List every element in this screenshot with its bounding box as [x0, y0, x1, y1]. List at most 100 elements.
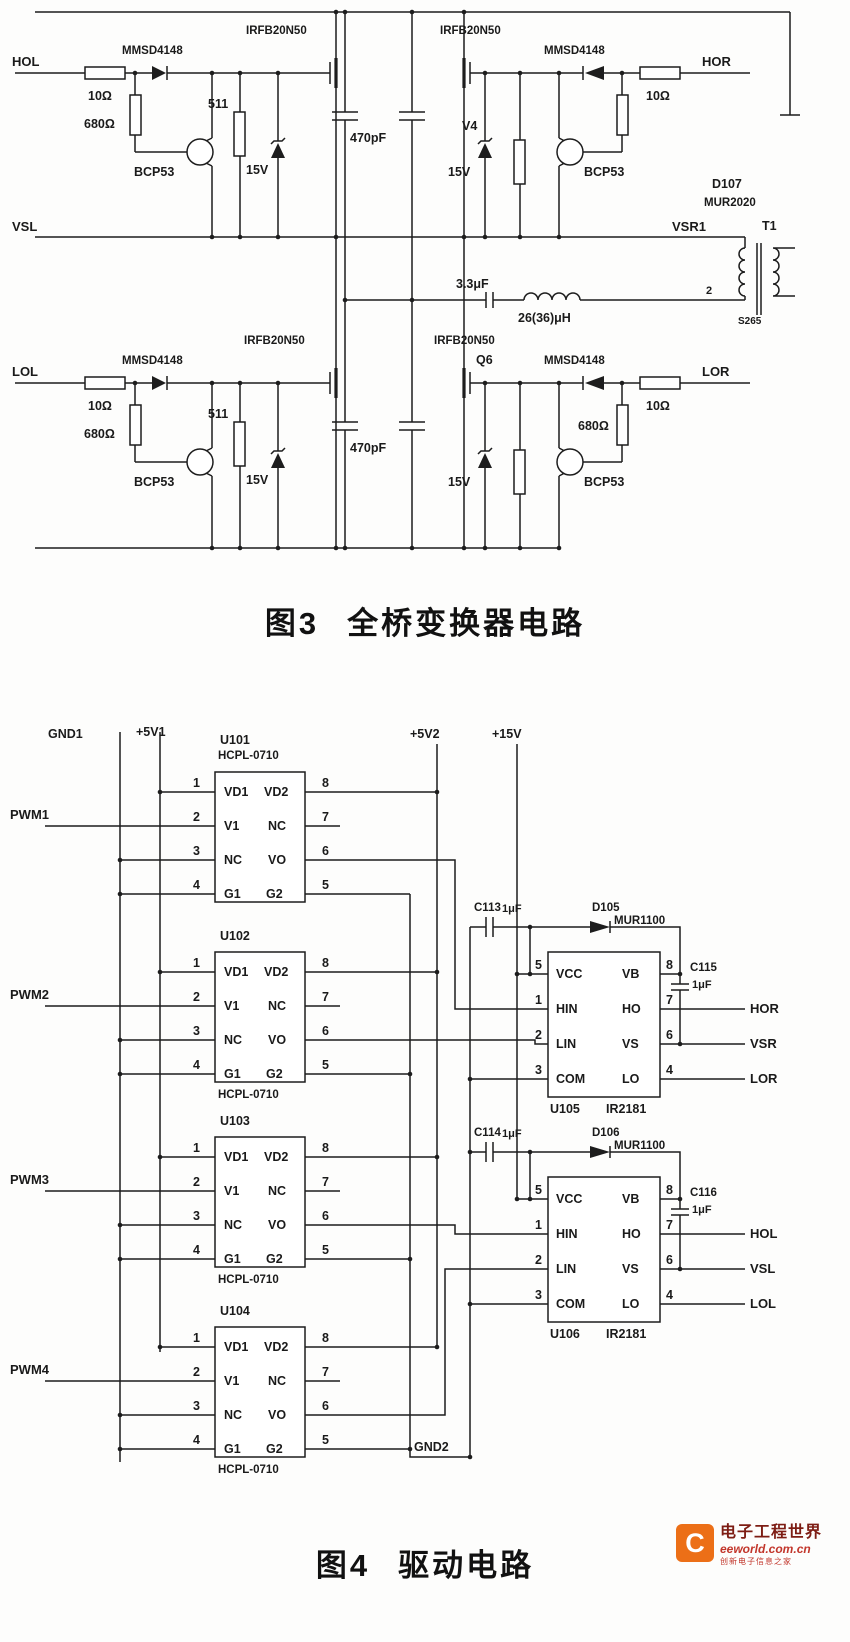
svg-text:NC: NC	[224, 1218, 242, 1232]
ref-q6: Q6	[476, 353, 493, 367]
part-mmsd4148: MMSD4148	[122, 355, 183, 367]
part-irfb20n50: IRFB20N50	[440, 25, 501, 37]
svg-text:3: 3	[193, 844, 200, 858]
value-10ohm: 10Ω	[646, 89, 670, 103]
part-irfb20n50: IRFB20N50	[434, 335, 495, 347]
xfmr-core-label: S265	[738, 316, 762, 327]
ic-body	[214, 951, 306, 1083]
svg-text:VD2: VD2	[264, 1340, 288, 1354]
ref-u103: U103	[220, 1114, 250, 1128]
part-hcpl0710: HCPL-0710	[218, 1089, 279, 1101]
resistor-511	[233, 111, 246, 157]
svg-text:6: 6	[666, 1253, 673, 1267]
part-mur1100: MUR1100	[614, 915, 665, 927]
pulldown-resistor	[129, 94, 142, 136]
bus-capacitors	[332, 12, 425, 548]
figure3-title: 全桥变换器电路	[347, 606, 586, 641]
figure3-number: 图3	[264, 606, 320, 641]
figure4-title: 驱动电路	[398, 1548, 535, 1583]
figure4-caption: 图4 驱动电路	[0, 1540, 850, 1585]
zener-bar	[270, 137, 286, 145]
gate-resistor	[639, 66, 681, 80]
part-ir2181: IR2181	[606, 1327, 646, 1341]
svg-text:5: 5	[322, 1243, 329, 1257]
input-pwm3: PWM3	[10, 1172, 49, 1187]
part-mur2020: MUR2020	[704, 197, 756, 209]
value-680ohm: 680Ω	[84, 117, 115, 131]
svg-text:4: 4	[666, 1288, 673, 1302]
svg-text:NC: NC	[224, 853, 242, 867]
svg-text:VO: VO	[268, 1218, 286, 1232]
input-pwm2: PWM2	[10, 987, 49, 1002]
svg-text:1: 1	[193, 956, 200, 970]
rail-label-15v: +15V	[492, 727, 522, 741]
part-mur1100: MUR1100	[614, 1140, 665, 1152]
junction-dots	[132, 9, 625, 551]
ref-u104: U104	[220, 1304, 250, 1318]
value-511: 511	[208, 407, 228, 421]
svg-text:7: 7	[322, 1175, 329, 1189]
svg-text:1: 1	[193, 776, 200, 790]
svg-text:4: 4	[666, 1063, 673, 1077]
ref-t1: T1	[762, 219, 777, 233]
pnp-transistor	[556, 448, 584, 476]
svg-text:6: 6	[666, 1028, 673, 1042]
rail-label-5v2: +5V2	[410, 727, 440, 741]
value-680ohm: 680Ω	[578, 419, 609, 433]
svg-text:8: 8	[666, 1183, 673, 1197]
part-irfb20n50: IRFB20N50	[246, 25, 307, 37]
part-bcp53: BCP53	[134, 475, 174, 489]
part-ir2181: IR2181	[606, 1102, 646, 1116]
svg-text:7: 7	[322, 810, 329, 824]
ref-c114: C114	[474, 1127, 501, 1139]
svg-text:V1: V1	[224, 1374, 239, 1388]
svg-text:VCC: VCC	[556, 1192, 582, 1206]
svg-text:7: 7	[666, 993, 673, 1007]
svg-text:2: 2	[193, 990, 200, 1004]
svg-text:3: 3	[535, 1063, 542, 1077]
svg-text:1: 1	[535, 993, 542, 1007]
svg-text:3: 3	[535, 1288, 542, 1302]
watermark-url: eeworld.com.cn	[720, 1542, 811, 1556]
pnp-transistor	[186, 448, 214, 476]
output-lor: LOR	[750, 1071, 778, 1086]
fig4-rails	[119, 732, 518, 1462]
value-3p3uf: 3.3μF	[456, 277, 489, 291]
output-vsl: VSL	[750, 1261, 775, 1276]
svg-text:VO: VO	[268, 853, 286, 867]
fig3-rails	[35, 11, 800, 549]
signal-diode	[585, 66, 604, 80]
value-10ohm: 10Ω	[88, 89, 112, 103]
rail-label-gnd1: GND1	[48, 727, 83, 741]
part-mmsd4148: MMSD4148	[544, 355, 605, 367]
svg-text:1: 1	[193, 1331, 200, 1345]
svg-text:HIN: HIN	[556, 1227, 578, 1241]
eeworld-watermark: C 电子工程世界 eeworld.com.cn 创新电子信息之家	[676, 1524, 848, 1567]
net-label-vsl: VSL	[12, 219, 37, 234]
svg-text:NC: NC	[268, 1184, 286, 1198]
net-label-lor: LOR	[702, 364, 730, 379]
figure4-number: 图4	[315, 1548, 371, 1583]
resistor-511	[233, 421, 246, 467]
ref-u106: U106	[550, 1327, 580, 1341]
part-hcpl0710: HCPL-0710	[218, 1464, 279, 1476]
svg-text:HO: HO	[622, 1002, 641, 1016]
ref-c113: C113	[474, 902, 501, 914]
svg-text:8: 8	[666, 958, 673, 972]
zener-diode	[271, 143, 285, 158]
watermark-brand: 电子工程世界	[720, 1524, 823, 1541]
resistor-511	[513, 449, 526, 495]
pulldown-resistor	[616, 94, 629, 136]
resonant-link	[345, 292, 746, 308]
net-label-hor: HOR	[702, 54, 732, 69]
watermark-text: 电子工程世界 eeworld.com.cn 创新电子信息之家	[720, 1524, 822, 1567]
svg-text:5: 5	[535, 958, 542, 972]
part-irfb20n50: IRFB20N50	[244, 335, 305, 347]
